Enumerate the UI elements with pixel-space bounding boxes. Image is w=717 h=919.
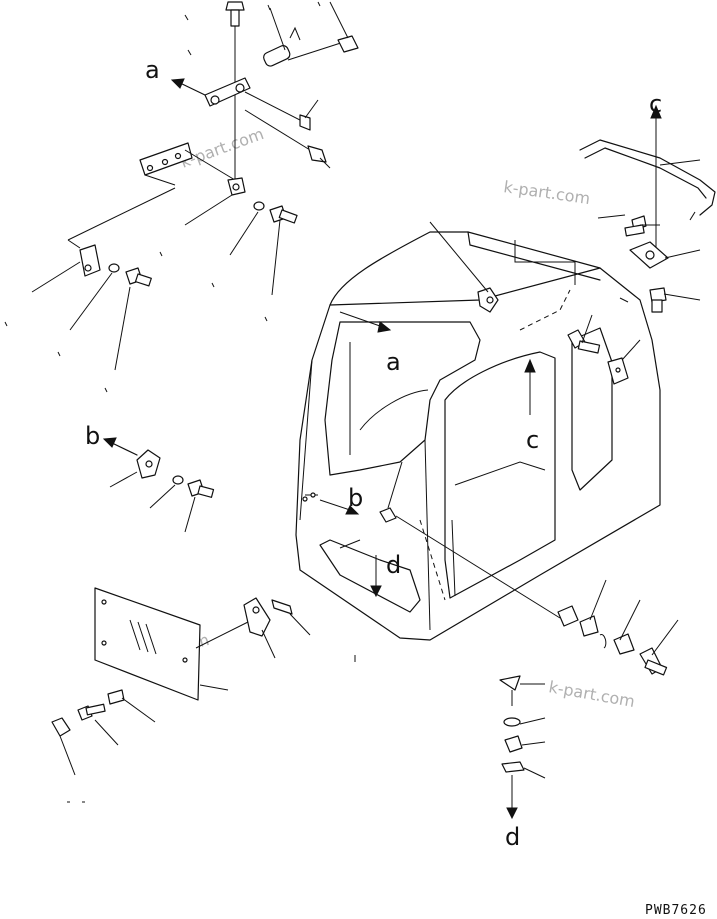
callout-d-cab: d	[386, 551, 401, 579]
cab-upper-bracket	[429, 221, 499, 313]
cab-mount-bolt	[379, 461, 561, 619]
left-hinge-plate	[67, 142, 236, 249]
pivot-hardware	[184, 177, 298, 296]
watermark-1: k-part.com	[178, 124, 266, 172]
drawing-code: PWB7626	[645, 903, 707, 918]
callout-a-top: a	[145, 56, 160, 84]
callout-b-cab: b	[348, 484, 363, 512]
b-bracket-group	[102, 437, 215, 533]
right-bolt-stack	[557, 579, 679, 676]
cab-side-bolt	[567, 314, 601, 354]
cab-rear-clip	[607, 339, 641, 385]
reference-ticks	[4, 1, 321, 393]
callout-d-bottom: d	[505, 823, 520, 851]
callout-b-left: b	[85, 422, 100, 450]
c-harness-assembly	[579, 104, 716, 313]
plate-assembly	[94, 587, 356, 701]
top-clamp-assembly	[170, 1, 359, 190]
lower-fasteners	[51, 689, 156, 803]
callout-c-top: c	[649, 90, 662, 118]
d-fastener-group	[499, 675, 546, 820]
callout-a-cab: a	[386, 348, 401, 376]
cab-leader-arrows	[319, 311, 536, 598]
callout-c-cab: c	[526, 426, 539, 454]
lower-left-hinge	[31, 244, 152, 371]
watermark-4: k-part.com	[547, 677, 636, 711]
watermark-2: k-part.com	[502, 177, 591, 208]
